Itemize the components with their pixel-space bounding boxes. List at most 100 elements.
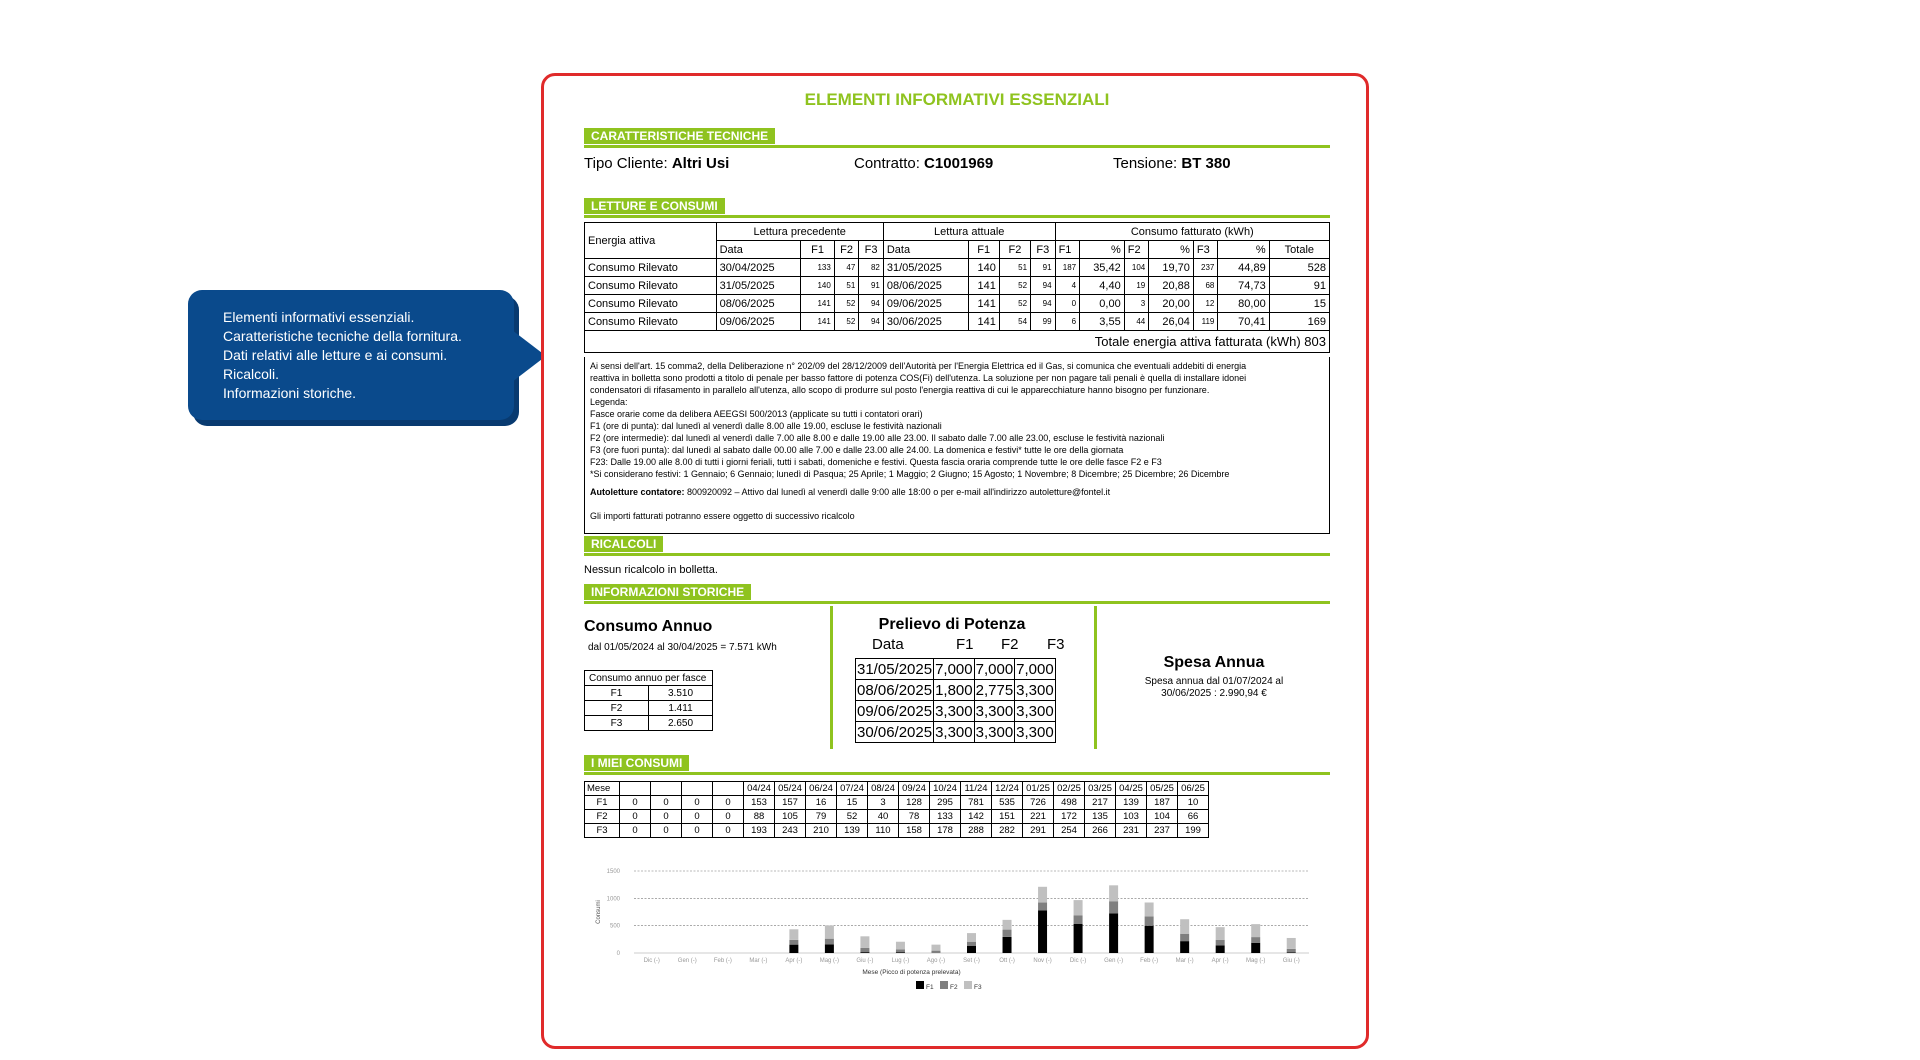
table-cell: Consumo Rilevato [584, 294, 717, 313]
sub-header: F2 [833, 240, 860, 259]
bar-f3 [1251, 924, 1261, 938]
bar-f1 [1215, 945, 1225, 953]
y-tick-label: 0 [617, 951, 621, 957]
bar-f2 [1109, 901, 1119, 914]
x-tick-label: Feb (-) [1140, 958, 1158, 964]
table-cell: 0 [619, 795, 651, 810]
note-line: Ai sensi dell'art. 15 comma2, della Deli… [590, 361, 1247, 371]
bar-f1 [1144, 925, 1154, 953]
table-cell: 74,73 [1217, 276, 1270, 295]
table-cell: 91 [1030, 258, 1056, 277]
table-cell: 26,04 [1148, 312, 1194, 331]
x-tick-label: Giu (-) [856, 958, 873, 964]
table-cell: 0 [712, 809, 744, 824]
table-header: 12/24 [991, 781, 1023, 796]
y-axis-label: Consumi [596, 900, 602, 924]
bar-f2 [1073, 915, 1083, 924]
bar-f1 [1251, 942, 1261, 953]
x-tick-label: Set (-) [963, 958, 980, 964]
table-cell: 99 [1030, 312, 1056, 331]
table-cell: 104 [1123, 258, 1150, 277]
sub-header: F1 [967, 240, 1000, 259]
bar-f3 [1286, 937, 1296, 949]
table-cell: 103 [1115, 809, 1147, 824]
table-cell: 282 [991, 823, 1023, 838]
table-cell: 19 [1123, 276, 1150, 295]
bar-f2 [967, 941, 976, 947]
table-cell: 31/05/2025 [715, 276, 802, 295]
x-tick-label: Feb (-) [714, 958, 732, 964]
table-cell: 30/04/2025 [715, 258, 802, 277]
bar-f1 [789, 944, 799, 953]
table-header: 05/24 [774, 781, 806, 796]
x-tick-label: Ago (-) [927, 958, 945, 964]
note-line: reattiva in bolletta sono prodotti a tit… [590, 373, 1247, 383]
sub-header: Data [715, 240, 802, 259]
table-cell: 7,000 [973, 658, 1016, 680]
prelievo-header: F2 [1001, 636, 1019, 653]
table-cell: 110 [867, 823, 899, 838]
table-cell: F2 [584, 809, 620, 824]
consumo-annuo-title: Consumo Annuo [584, 618, 713, 635]
bar-f3 [1109, 885, 1119, 902]
y-tick-label: 500 [610, 924, 621, 930]
fascia-value: 1.411 [648, 700, 713, 716]
table-cell: 139 [1115, 795, 1147, 810]
table-cell: 4 [1054, 276, 1081, 295]
callout-line: Informazioni storiche. [223, 385, 357, 401]
table-header: 06/24 [805, 781, 837, 796]
callout-line: Dati relativi alle letture e ai consumi. [223, 347, 448, 363]
table-header: 06/25 [1177, 781, 1209, 796]
bar-f1 [1038, 910, 1048, 953]
table-cell: 153 [743, 795, 775, 810]
table-cell: 3,300 [1014, 721, 1056, 743]
consumo-annuo-sub: dal 01/05/2024 al 30/04/2025 = 7.571 kWh [588, 642, 777, 653]
totale-energia: Totale energia attiva fatturata (kWh) 80… [584, 330, 1330, 353]
table-cell: 7,000 [1014, 658, 1056, 680]
table-cell: 3,300 [973, 721, 1016, 743]
table-cell: 94 [1030, 276, 1056, 295]
table-cell: 35,42 [1079, 258, 1125, 277]
table-cell: 3,300 [933, 700, 975, 722]
legend-swatch [940, 981, 948, 989]
ricalcoli-text: Nessun ricalcolo in bolletta. [584, 564, 718, 576]
table-cell: 2,775 [973, 679, 1016, 701]
section-miei: I MIEI CONSUMI [584, 755, 1330, 775]
table-cell: 16 [805, 795, 837, 810]
table-cell: 09/06/2025 [854, 700, 935, 722]
table-cell: 140 [800, 276, 835, 295]
spesa-title: Spesa Annua [1163, 654, 1265, 671]
x-tick-label: Gen (-) [1104, 958, 1123, 964]
letture-table: Energia attiva Lettura precedente Lettur… [584, 222, 1331, 353]
x-tick-label: Nov (-) [1033, 958, 1051, 964]
bill-document: ELEMENTI INFORMATIVI ESSENZIALI CARATTER… [541, 73, 1369, 1049]
bar-f1 [824, 944, 834, 953]
table-cell: 3 [867, 795, 899, 810]
spesa-sub: Spesa annua dal 01/07/2024 al 30/06/2025… [1144, 676, 1284, 699]
table-header [650, 781, 682, 796]
table-cell: 288 [960, 823, 992, 838]
consumo-annuo-header: Consumo annuo per fasce [584, 670, 713, 686]
bar-f2 [1180, 933, 1190, 942]
table-header: Mese [584, 781, 620, 796]
table-cell: 210 [805, 823, 837, 838]
section-ricalcoli-label: RICALCOLI [584, 536, 664, 552]
section-letture: LETTURE E CONSUMI [584, 198, 1330, 218]
table-cell: 193 [743, 823, 775, 838]
table-cell: 221 [1022, 809, 1054, 824]
bar-f2 [1215, 939, 1225, 946]
table-header: 01/25 [1022, 781, 1054, 796]
table-cell: 0 [619, 823, 651, 838]
table-cell: 119 [1192, 312, 1219, 331]
document-title: ELEMENTI INFORMATIVI ESSENZIALI [804, 90, 1110, 109]
table-cell: 142 [960, 809, 992, 824]
bar-f3 [1215, 927, 1225, 940]
table-cell: 19,70 [1148, 258, 1194, 277]
autoletture-line: Autoletture contatore: 800920092 – Attiv… [590, 487, 1111, 497]
table-cell: Consumo Rilevato [584, 312, 717, 331]
